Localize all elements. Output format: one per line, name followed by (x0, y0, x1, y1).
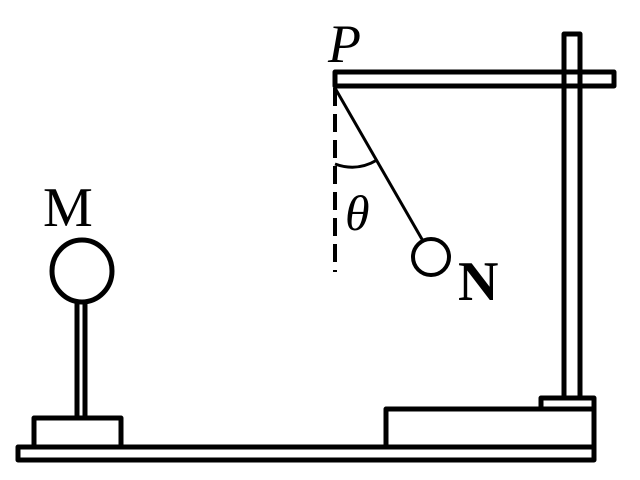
ground-board (15, 444, 597, 463)
ball-m (49, 237, 115, 305)
m-stand-rod (74, 297, 88, 421)
label-n: N (458, 251, 498, 313)
angle-arc (334, 158, 378, 169)
ball-n (411, 237, 451, 277)
iron-stand-pole (561, 31, 583, 401)
label-m: M (43, 177, 93, 239)
string (333, 87, 425, 242)
label-theta: θ (345, 185, 370, 241)
iron-stand-base (383, 406, 597, 450)
pole-overlay (561, 69, 583, 89)
m-stand-base (31, 415, 124, 450)
crossbar (332, 69, 617, 89)
label-p: P (327, 14, 361, 74)
